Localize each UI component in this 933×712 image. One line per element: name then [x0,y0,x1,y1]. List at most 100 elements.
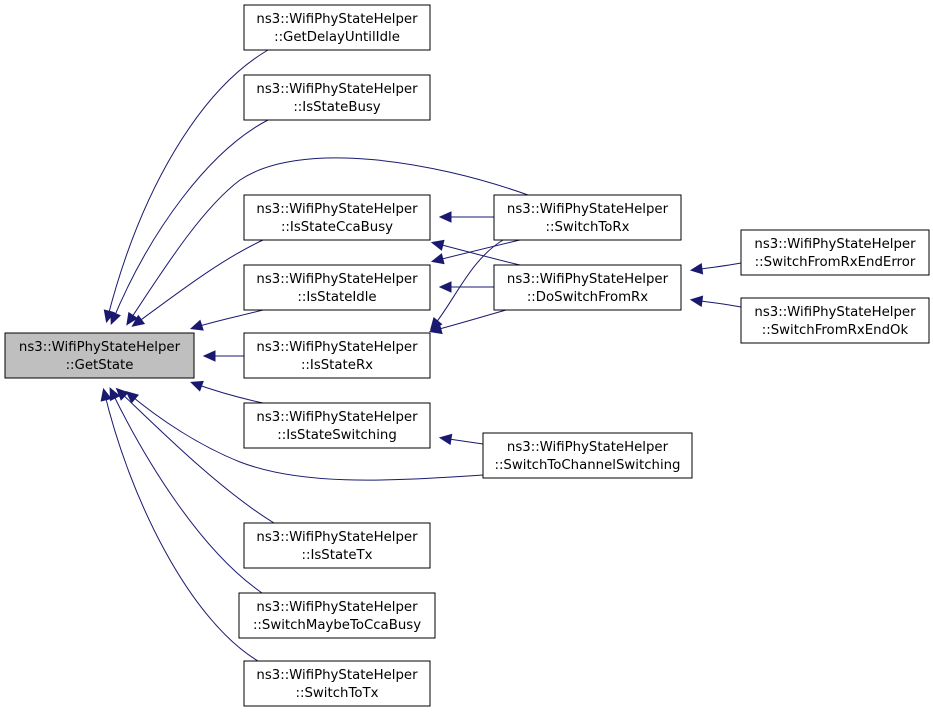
node-rxendok[interactable]: ns3::WifiPhyStateHelper::SwitchFromRxEnd… [740,297,930,344]
node-method-label: ::IsStateRx [301,358,373,373]
node-switchtotx[interactable]: ns3::WifiPhyStateHelper::SwitchToTx [243,660,431,707]
edge-line [111,119,269,323]
node-method-label: ::IsStateTx [302,548,373,563]
node-isccabusy[interactable]: ns3::WifiPhyStateHelper::IsStateCcaBusy [243,194,431,241]
node-namespace-label: ns3::WifiPhyStateHelper [256,668,418,683]
edge-line [433,242,521,266]
edge-arrowhead [189,380,204,392]
node-box [243,194,431,241]
edge-arrowhead [189,319,204,331]
edge-switchchan-to-isswitching [438,433,484,446]
node-doswitch[interactable]: ns3::WifiPhyStateHelper::DoSwitchFromRx [493,264,682,311]
edge-line [110,389,263,594]
node-method-label: ::SwitchMaybeToCcaBusy [253,618,421,633]
node-namespace-label: ns3::WifiPhyStateHelper [256,340,418,355]
edge-arrowhead [109,387,121,402]
edge-istx-to-getstate [115,387,275,524]
edge-line [433,239,521,262]
edge-switchtorx-to-getstate [126,157,529,326]
edge-arrowhead [202,350,216,362]
edge-line [127,392,484,481]
edge-arrowhead [430,239,445,251]
edge-arrowhead [438,211,452,223]
node-method-label: ::SwitchFromRxEndError [755,255,916,270]
node-getdelay[interactable]: ns3::WifiPhyStateHelper::GetDelayUntilId… [243,4,431,51]
node-namespace-label: ns3::WifiPhyStateHelper [256,202,418,217]
node-switchchan[interactable]: ns3::WifiPhyStateHelper::SwitchToChannel… [482,432,693,479]
edge-arrowhead [428,322,443,335]
node-method-label: ::IsStateIdle [297,290,376,305]
edge-arrowhead [110,311,121,325]
edge-line [192,309,264,329]
edge-doswitch-to-isidle [438,281,494,293]
node-namespace-label: ns3::WifiPhyStateHelper [754,305,916,320]
edge-arrowhead [126,311,139,326]
edge-arrowhead [115,387,129,401]
node-namespace-label: ns3::WifiPhyStateHelper [507,440,669,455]
node-box [740,229,930,276]
edge-arrowhead [100,387,112,402]
node-box [4,332,195,379]
node-box [243,332,431,379]
node-switchtorx[interactable]: ns3::WifiPhyStateHelper::SwitchToRx [493,194,682,241]
node-box [243,522,431,569]
node-isswitching[interactable]: ns3::WifiPhyStateHelper::IsStateSwitchin… [243,402,431,449]
edge-rxendok-to-doswitch [689,295,742,308]
edge-switchtorx-to-isccabusy [438,211,494,223]
edge-line [106,49,269,321]
node-box [493,264,682,311]
node-box [243,4,431,51]
node-namespace-label: ns3::WifiPhyStateHelper [19,340,181,355]
node-box [493,194,682,241]
node-box [243,402,431,449]
edge-arrowhead [430,253,445,265]
edge-arrowhead [131,314,146,327]
node-istx[interactable]: ns3::WifiPhyStateHelper::IsStateTx [243,522,431,569]
node-isidle[interactable]: ns3::WifiPhyStateHelper::IsStateIdle [243,264,431,311]
node-method-label: ::SwitchToTx [296,686,379,701]
edge-line [127,157,529,324]
node-box [243,660,431,707]
node-getstate: ns3::WifiPhyStateHelper::GetState [4,332,195,379]
node-method-label: ::SwitchToChannelSwitching [494,458,680,473]
node-isrx[interactable]: ns3::WifiPhyStateHelper::IsStateRx [243,332,431,379]
graph-edges [100,49,742,662]
edge-arrowhead [689,295,704,307]
edge-getdelay-to-getstate [103,49,269,324]
edge-line [431,239,504,329]
edge-isccabusy-to-getstate [131,239,264,327]
node-method-label: ::DoSwitchFromRx [527,290,648,305]
edge-switchtotx-to-getstate [100,387,259,662]
edge-line [103,390,259,662]
edge-line [117,389,275,524]
node-method-label: ::IsStateBusy [293,100,380,115]
edge-doswitch-to-isrx [428,309,507,335]
edge-doswitch-to-isccabusy [430,239,521,266]
edge-arrowhead [689,263,704,275]
edge-arrowhead [438,433,453,446]
node-box [482,432,693,479]
edge-arrowhead [438,281,452,293]
node-method-label: ::SwitchToRx [545,220,629,235]
node-box [238,592,436,639]
edge-arrowhead [125,390,139,404]
node-method-label: ::SwitchFromRxEndOk [762,323,909,338]
node-namespace-label: ns3::WifiPhyStateHelper [256,600,418,615]
node-namespace-label: ns3::WifiPhyStateHelper [256,530,418,545]
node-namespace-label: ns3::WifiPhyStateHelper [507,272,669,287]
node-rxenderror[interactable]: ns3::WifiPhyStateHelper::SwitchFromRxEnd… [740,229,930,276]
node-switchmaybe[interactable]: ns3::WifiPhyStateHelper::SwitchMaybeToCc… [238,592,436,639]
node-method-label: ::GetDelayUntilIdle [274,30,400,45]
edge-isswitching-to-getstate [189,380,264,404]
node-box [243,264,431,311]
edge-isbusy-to-getstate [110,119,269,325]
edge-switchtorx-to-isidle [430,239,521,265]
node-namespace-label: ns3::WifiPhyStateHelper [754,237,916,252]
node-isbusy[interactable]: ns3::WifiPhyStateHelper::IsStateBusy [243,74,431,121]
node-box [740,297,930,344]
node-namespace-label: ns3::WifiPhyStateHelper [256,272,418,287]
node-method-label: ::GetState [66,358,134,373]
edge-isidle-to-getstate [189,309,264,331]
node-box [243,74,431,121]
